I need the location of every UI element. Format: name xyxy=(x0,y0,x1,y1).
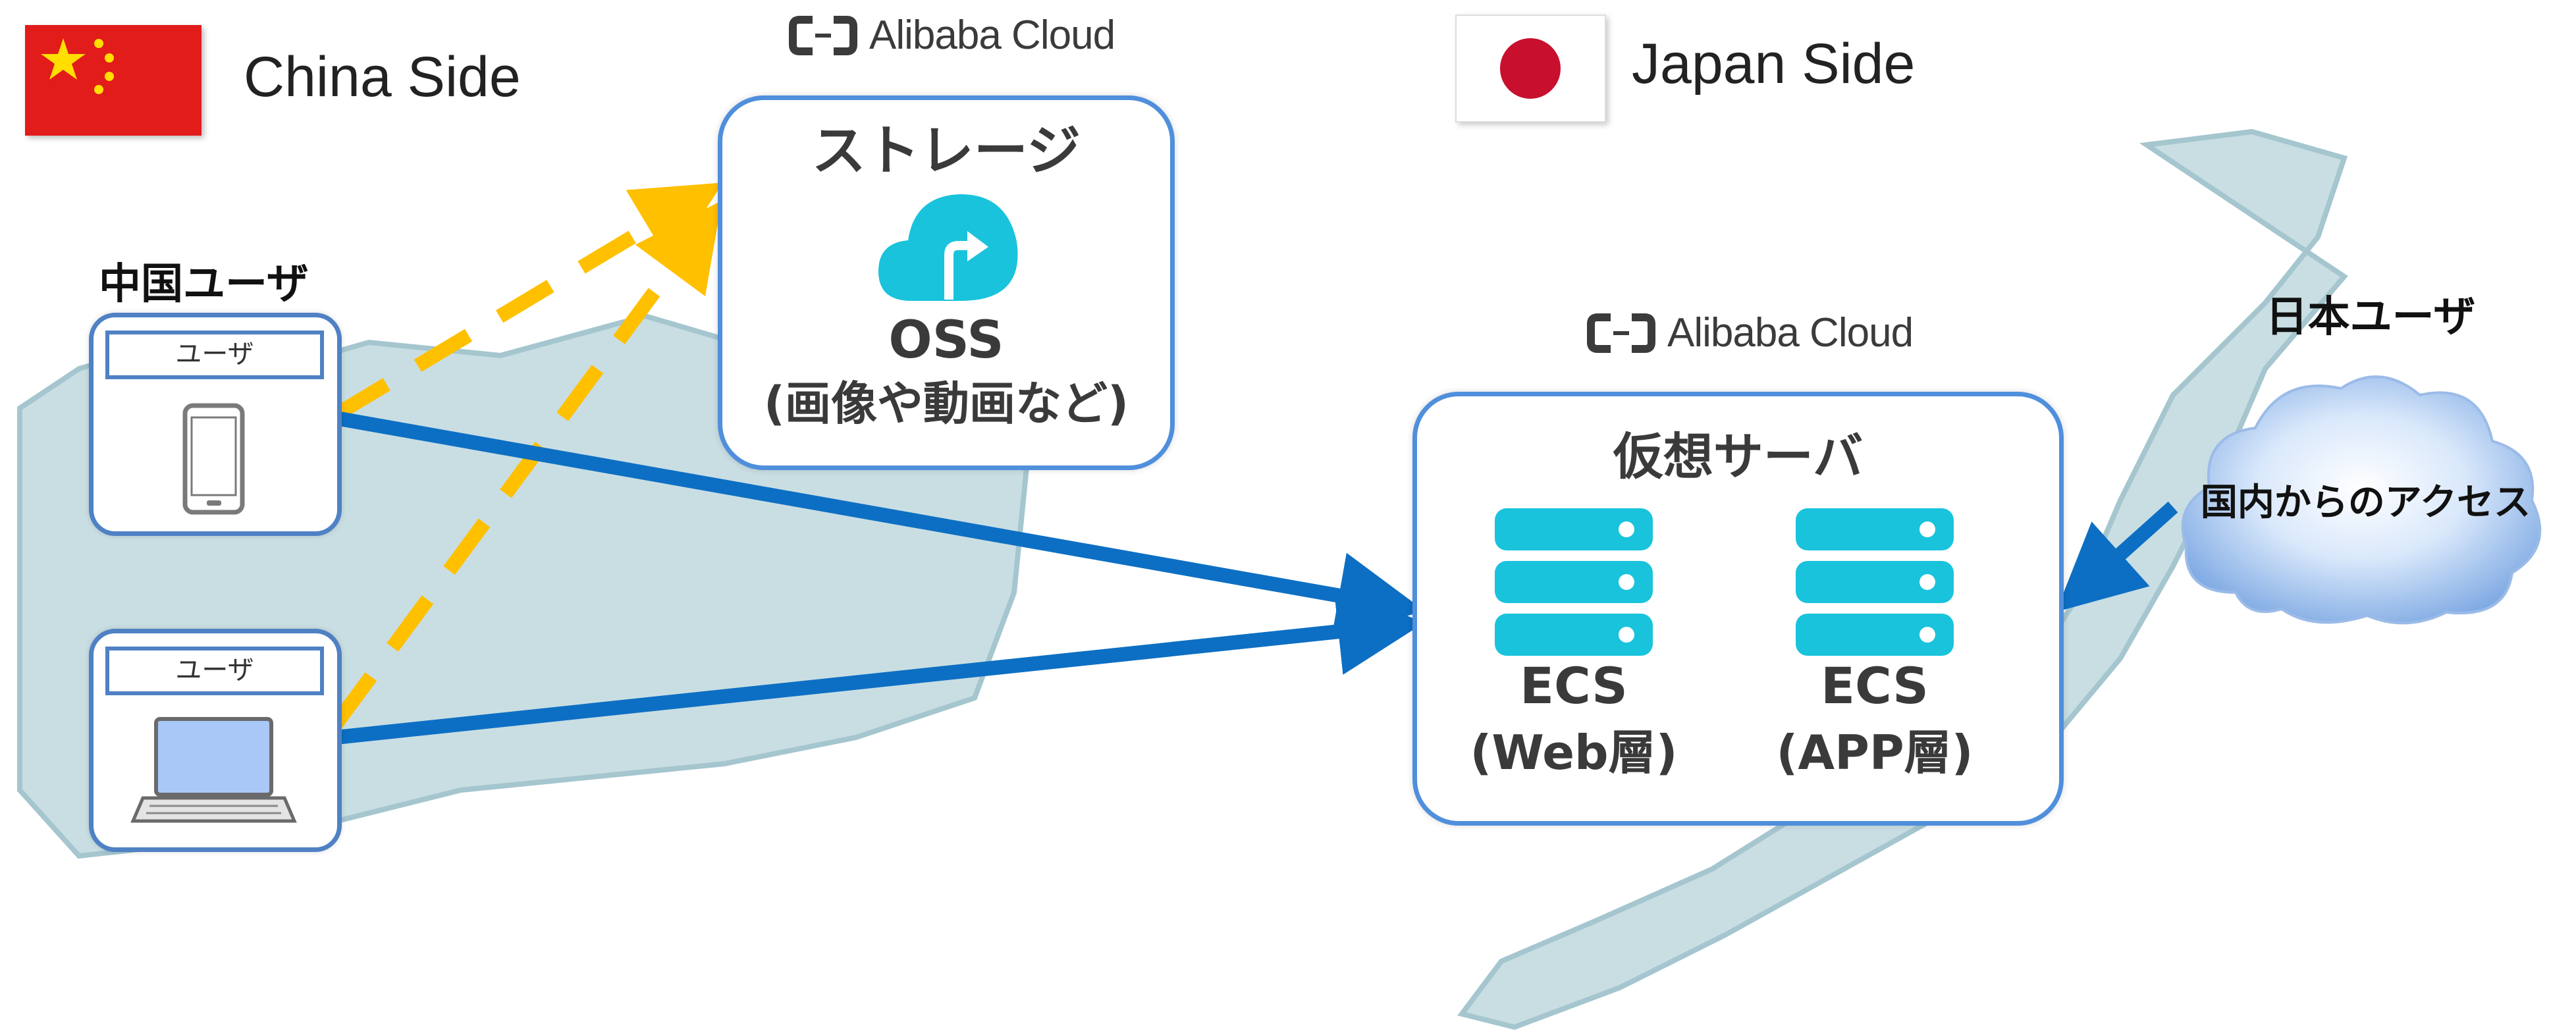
laptop-icon xyxy=(130,717,297,823)
arrow-phone-to-oss xyxy=(332,182,723,421)
oss-detail: (画像や動画など) xyxy=(764,377,1129,431)
alibaba-cloud-logo-storage: Alibaba Cloud xyxy=(789,12,1115,59)
japan-access-cloud-icon xyxy=(2181,375,2542,625)
user-label-bar: ユーザ xyxy=(105,647,324,695)
oss-cloud-upload-icon xyxy=(878,194,1018,301)
china-flag-stars-icon xyxy=(41,38,114,94)
japan-side-title: Japan Side xyxy=(1632,32,1916,95)
japan-access-label: 国内からのアクセス xyxy=(2200,481,2531,524)
japan-flag-sun xyxy=(1500,38,1561,99)
alibaba-cloud-wordmark: Alibaba Cloud xyxy=(869,13,1115,58)
china-side-title: China Side xyxy=(244,45,521,109)
oss-label: OSS xyxy=(888,311,1004,370)
ecs-app-name: ECS xyxy=(1821,656,1929,715)
storage-title: ストレージ xyxy=(811,120,1081,182)
storage-box: ストレージ OSS (画像や動画など) xyxy=(718,95,1175,470)
japan-map-silhouette xyxy=(1457,128,2348,1030)
alibaba-cloud-icon xyxy=(789,15,857,55)
arrow-laptop-to-oss xyxy=(330,200,722,729)
china-users-title: 中国ユーザ xyxy=(99,260,309,309)
arrow-laptop-to-ecs xyxy=(335,588,1425,745)
ecs-web-server-icon xyxy=(1495,508,1653,656)
alibaba-cloud-icon xyxy=(1587,313,1655,353)
arrow-phone-to-ecs xyxy=(335,411,1425,639)
china-user-phone-card: ユーザ xyxy=(89,313,342,536)
alibaba-cloud-logo-server: Alibaba Cloud xyxy=(1587,309,1914,356)
ecs-web-role: (Web層) xyxy=(1470,725,1678,780)
japan-users-title: 日本ユーザ xyxy=(2265,293,2476,342)
user-label-bar: ユーザ xyxy=(105,331,324,379)
ecs-app-server-icon xyxy=(1796,508,1954,656)
china-flag xyxy=(25,25,201,136)
smartphone-icon xyxy=(182,403,245,515)
virtual-server-title: 仮想サーバ xyxy=(1613,427,1864,486)
alibaba-cloud-wordmark: Alibaba Cloud xyxy=(1667,310,1914,356)
ecs-app-role: (APP層) xyxy=(1776,725,1973,780)
virtual-server-box: 仮想サーバ ECS (Web層) ECS (APP層) xyxy=(1412,392,2064,826)
arrow-japan-to-ecs xyxy=(2056,501,2178,612)
ecs-web-name: ECS xyxy=(1520,656,1628,715)
japan-flag xyxy=(1455,14,1606,122)
china-user-laptop-card: ユーザ xyxy=(89,629,342,852)
